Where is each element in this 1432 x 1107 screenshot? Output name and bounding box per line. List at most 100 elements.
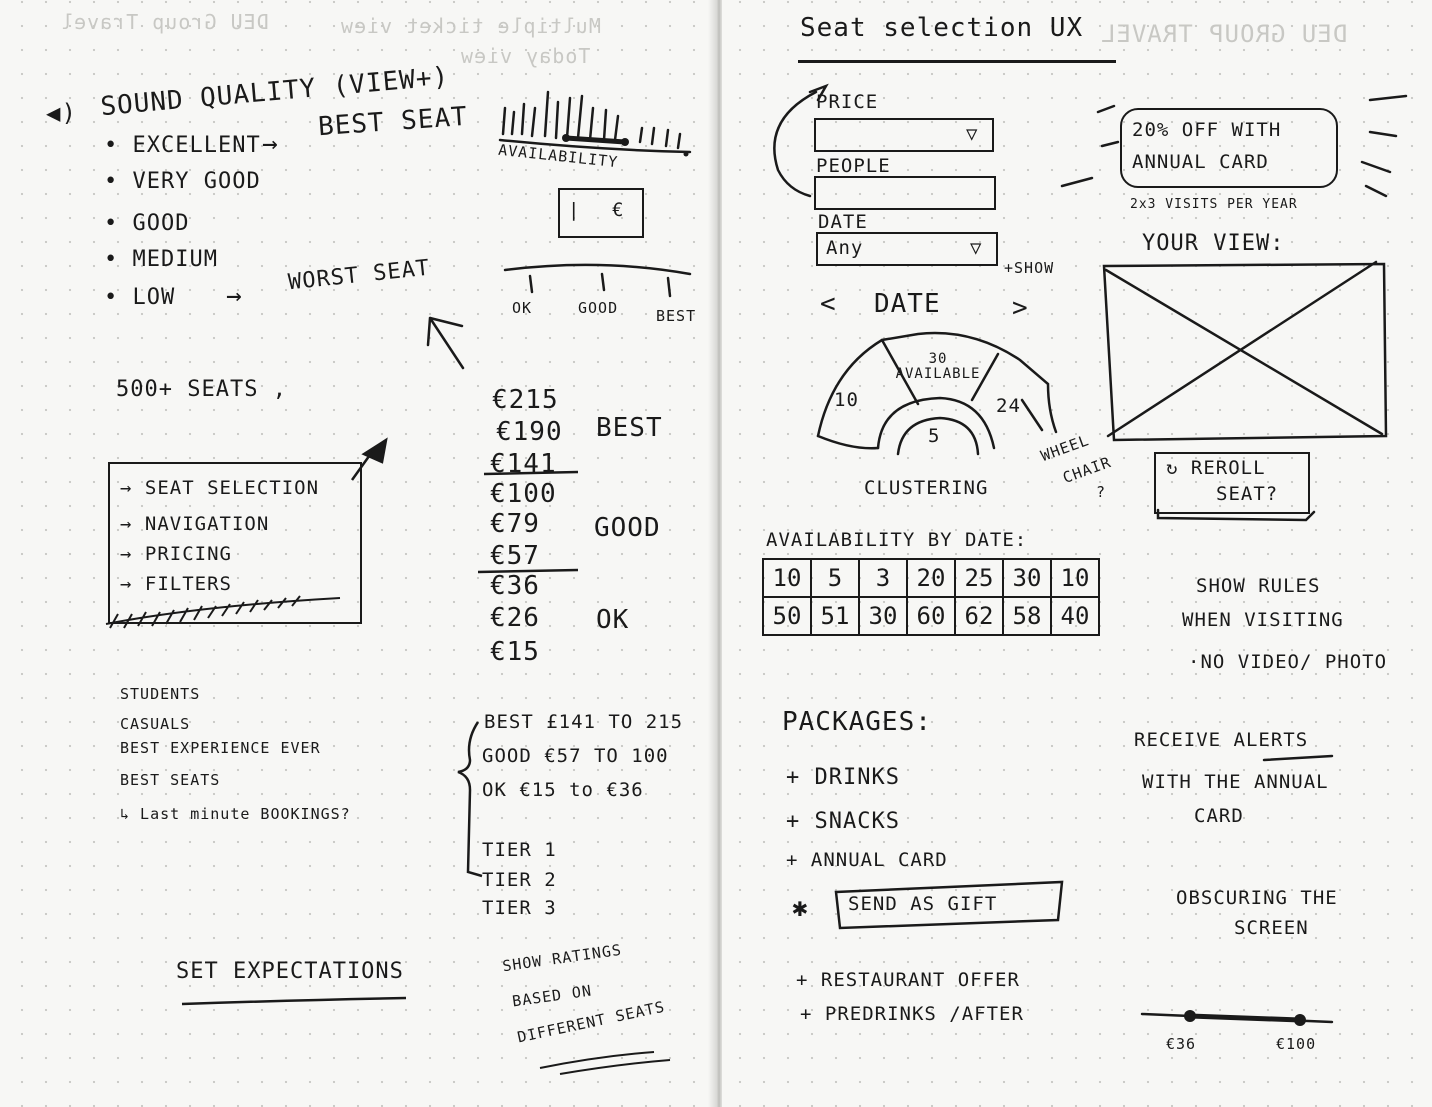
date-prev-button[interactable]: < bbox=[820, 289, 837, 319]
package-item[interactable]: + DRINKS bbox=[786, 765, 900, 790]
scale-label: GOOD bbox=[578, 299, 619, 317]
price-value: €15 bbox=[490, 637, 540, 667]
topic-item: → PRICING bbox=[120, 543, 232, 565]
promo-line: 20% OFF WITH bbox=[1132, 119, 1282, 141]
title-underline bbox=[798, 60, 1116, 63]
tier-item: TIER 3 bbox=[482, 897, 557, 919]
date-dropdown[interactable]: Any ▽ bbox=[816, 232, 998, 266]
wheelchair-note: ? bbox=[1096, 483, 1107, 501]
availability-sketch bbox=[105, 90, 692, 1075]
table-cell[interactable]: 40 bbox=[1050, 596, 1100, 636]
section-count[interactable]: 5 bbox=[928, 425, 941, 447]
promo-badge[interactable]: 20% OFF WITH ANNUAL CARD bbox=[1120, 108, 1338, 188]
topic-label: SEAT SELECTION bbox=[144, 477, 320, 499]
slider-min-label: €36 bbox=[1166, 1035, 1197, 1053]
scale-label: BEST bbox=[656, 307, 697, 325]
price-value: €100 bbox=[490, 479, 557, 509]
range-item: GOOD €57 TO 100 bbox=[482, 745, 669, 767]
table-cell[interactable]: 10 bbox=[762, 558, 812, 598]
package-item[interactable]: + PREDRINKS /AFTER bbox=[800, 1003, 1024, 1025]
price-input-box: | € bbox=[558, 188, 644, 238]
table-cell[interactable]: 30 bbox=[858, 596, 908, 636]
section-count[interactable]: 24 bbox=[996, 395, 1021, 417]
your-view-label: YOUR VIEW: bbox=[1142, 231, 1285, 256]
seats-count: 500+ SEATS , bbox=[116, 377, 287, 402]
topic-item: → NAVIGATION bbox=[120, 513, 270, 535]
quality-level-label: EXCELLENT bbox=[132, 133, 261, 158]
obscuring-note: SCREEN bbox=[1234, 917, 1309, 939]
range-item: BEST £141 TO 215 bbox=[484, 711, 684, 733]
price-value: €79 bbox=[490, 509, 540, 539]
audience-item: STUDENTS bbox=[120, 685, 201, 703]
table-cell[interactable]: 25 bbox=[954, 558, 1004, 598]
arrow-right-icon: → bbox=[226, 281, 243, 311]
table-cell[interactable]: 60 bbox=[906, 596, 956, 636]
arrow-right-icon: → bbox=[262, 129, 279, 159]
people-filter-label: PEOPLE bbox=[816, 155, 891, 177]
price-filter-label: PRICE bbox=[816, 91, 879, 113]
star-icon: ✱ bbox=[792, 893, 809, 923]
price-value: €57 bbox=[490, 541, 540, 571]
rules-note: WHEN VISITING bbox=[1182, 609, 1344, 631]
quality-level-label: LOW bbox=[132, 285, 176, 310]
availability-table-label: AVAILABILITY BY DATE: bbox=[766, 529, 1028, 551]
audience-item: BEST EXPERIENCE EVER bbox=[120, 739, 321, 757]
date-filter-label: DATE bbox=[818, 211, 868, 233]
section-count[interactable]: 10 bbox=[834, 389, 859, 411]
table-cell[interactable]: 58 bbox=[1002, 596, 1052, 636]
obscuring-note: OBSCURING THE bbox=[1176, 887, 1338, 909]
slider-max-label: €100 bbox=[1276, 1035, 1317, 1053]
topic-label: PRICING bbox=[144, 543, 232, 565]
show-more-link[interactable]: +SHOW bbox=[1004, 259, 1055, 277]
package-item[interactable]: + RESTAURANT OFFER bbox=[796, 969, 1020, 991]
send-as-gift-button[interactable]: SEND AS GIFT bbox=[848, 893, 998, 915]
audience-item: CASUALS bbox=[120, 715, 191, 733]
alerts-note: RECEIVE ALERTS bbox=[1134, 729, 1309, 751]
price-value: €26 bbox=[490, 603, 540, 633]
quality-level-label: VERY GOOD bbox=[132, 169, 261, 194]
chevron-down-icon: ▽ bbox=[970, 237, 983, 259]
set-expectations-note: SET EXPECTATIONS bbox=[176, 959, 404, 984]
people-input[interactable] bbox=[814, 176, 996, 210]
reroll-label: SEAT? bbox=[1216, 483, 1279, 505]
table-cell[interactable]: 10 bbox=[1050, 558, 1100, 598]
package-item[interactable]: + SNACKS bbox=[786, 809, 900, 834]
quality-level: • MEDIUM bbox=[104, 247, 218, 272]
tier-item: TIER 1 bbox=[482, 839, 557, 861]
price-currency: € bbox=[612, 199, 625, 221]
table-cell[interactable]: 51 bbox=[810, 596, 860, 636]
topic-item: → SEAT SELECTION bbox=[120, 477, 320, 499]
range-item: OK €15 to €36 bbox=[482, 779, 644, 801]
reroll-seat-button[interactable]: ↻ REROLL SEAT? bbox=[1154, 452, 1310, 514]
left-notebook-page: DEU Group Travel Multiple ticket view To… bbox=[0, 0, 716, 1107]
price-value: €215 bbox=[492, 385, 559, 415]
audience-item: ↳ Last minute BOOKINGS? bbox=[120, 805, 351, 823]
date-next-button[interactable]: > bbox=[1012, 293, 1029, 323]
section-count[interactable]: 30 AVAILABLE bbox=[895, 351, 981, 383]
table-cell[interactable]: 30 bbox=[1002, 558, 1052, 598]
table-cell[interactable]: 20 bbox=[906, 558, 956, 598]
quality-level-label: MEDIUM bbox=[132, 247, 218, 272]
package-item[interactable]: + ANNUAL CARD bbox=[786, 849, 948, 871]
quality-level: • VERY GOOD bbox=[104, 169, 261, 194]
price-value: €36 bbox=[490, 571, 540, 601]
promo-line: ANNUAL CARD bbox=[1132, 151, 1269, 173]
price-tier-label: GOOD bbox=[594, 513, 661, 543]
date-dropdown-value: Any bbox=[826, 237, 864, 259]
speaker-icon: ◀) bbox=[46, 99, 77, 127]
table-cell[interactable]: 3 bbox=[858, 558, 908, 598]
clustering-label: CLUSTERING bbox=[864, 477, 989, 499]
chevron-down-icon: ▽ bbox=[966, 123, 979, 145]
tier-item: TIER 2 bbox=[482, 869, 557, 891]
price-value: €190 bbox=[496, 417, 563, 447]
audience-item: BEST SEATS bbox=[120, 771, 221, 789]
packages-title: PACKAGES: bbox=[782, 707, 932, 737]
table-cell[interactable]: 62 bbox=[954, 596, 1004, 636]
table-cell[interactable]: 5 bbox=[810, 558, 860, 598]
right-notebook-page: Seat selection UX DEU GROUP TRAVEL bbox=[722, 0, 1432, 1107]
table-row: 10 5 3 20 25 30 10 bbox=[762, 558, 1100, 598]
quality-level: • LOW bbox=[104, 285, 176, 310]
topic-label: FILTERS bbox=[144, 573, 232, 595]
price-dropdown[interactable]: ▽ bbox=[814, 118, 994, 152]
table-cell[interactable]: 50 bbox=[762, 596, 812, 636]
